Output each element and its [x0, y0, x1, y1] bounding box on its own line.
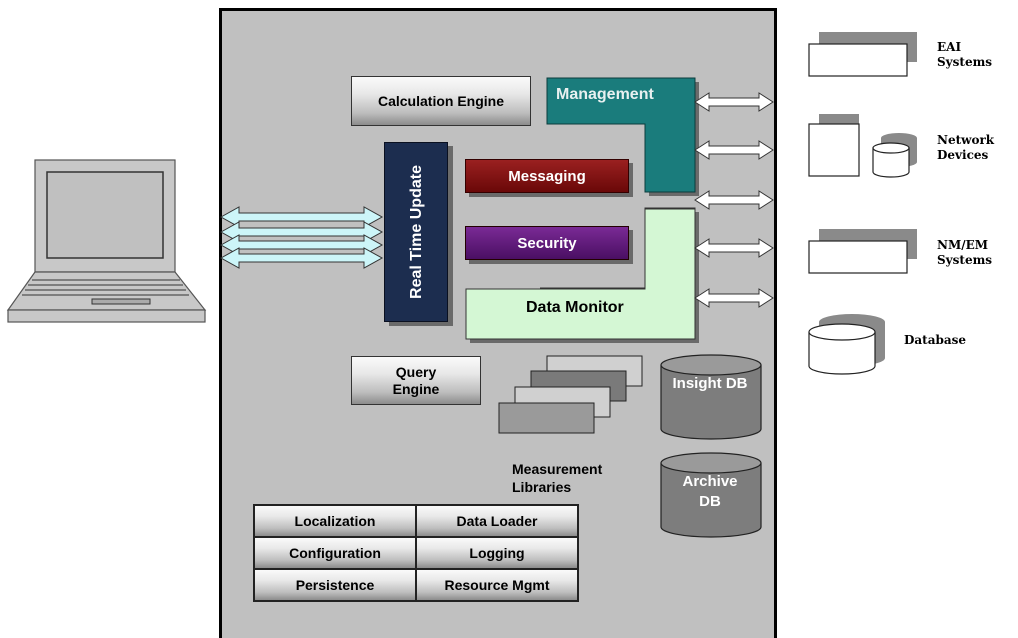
arrow-database: [694, 288, 774, 308]
archive-db-cylinder: [660, 452, 762, 538]
data-monitor-shape-full: [465, 208, 699, 343]
management-label: Management: [556, 86, 654, 103]
arrow-nmem: [694, 190, 774, 210]
logging-cell: Logging: [416, 537, 578, 569]
eai-systems-label: EAI Systems: [937, 40, 993, 69]
logging-label: Logging: [469, 544, 525, 561]
eai-systems-icon: [808, 32, 917, 77]
resource-mgmt-label: Resource Mgmt: [444, 576, 550, 593]
arrow-eai: [694, 92, 774, 112]
management-shape: [546, 77, 696, 193]
localization-label: Localization: [294, 512, 376, 529]
arrow-network: [694, 140, 774, 160]
persistence-cell: Persistence: [254, 569, 416, 601]
arrow-monitor: [694, 238, 774, 258]
network-devices-icon: [808, 114, 917, 178]
database-icon: [808, 314, 885, 375]
measurement-libraries-label: Measurement Libraries: [512, 461, 603, 495]
database-label: Database: [904, 333, 967, 347]
localization-cell: Localization: [254, 505, 416, 537]
data-loader-label: Data Loader: [456, 512, 538, 529]
services-grid: Localization Data Loader Configuration L…: [253, 504, 579, 602]
query-engine-label: Query Engine: [392, 363, 440, 397]
network-devices-label: Network Devices: [937, 133, 995, 162]
messaging-label: Messaging: [508, 167, 586, 185]
laptop-icon: [6, 159, 207, 323]
external-arrows: [694, 92, 774, 308]
insight-db-cylinder: [660, 354, 762, 440]
configuration-label: Configuration: [289, 544, 381, 561]
resource-mgmt-cell: Resource Mgmt: [416, 569, 578, 601]
real-time-update-box: Real Time Update: [384, 142, 448, 322]
configuration-cell: Configuration: [254, 537, 416, 569]
insight-db-label: Insight DB: [672, 375, 748, 392]
archive-db-label: Archive DB: [682, 473, 738, 510]
security-label: Security: [517, 234, 577, 252]
data-monitor-label: Data Monitor: [526, 299, 624, 316]
nm-em-systems-label: NM/EM Systems: [937, 238, 993, 267]
measurement-libraries-stack: [498, 355, 643, 434]
persistence-label: Persistence: [295, 576, 375, 593]
client-arrows: [219, 206, 384, 269]
query-engine-box: Query Engine: [351, 356, 481, 405]
data-loader-cell: Data Loader: [416, 505, 578, 537]
calculation-engine-label: Calculation Engine: [377, 92, 504, 109]
nm-em-systems-icon: [808, 229, 917, 274]
security-box: Security: [465, 226, 629, 260]
calculation-engine-box: Calculation Engine: [351, 76, 531, 126]
messaging-box: Messaging: [465, 159, 629, 193]
real-time-update-label: Real Time Update: [408, 165, 425, 299]
